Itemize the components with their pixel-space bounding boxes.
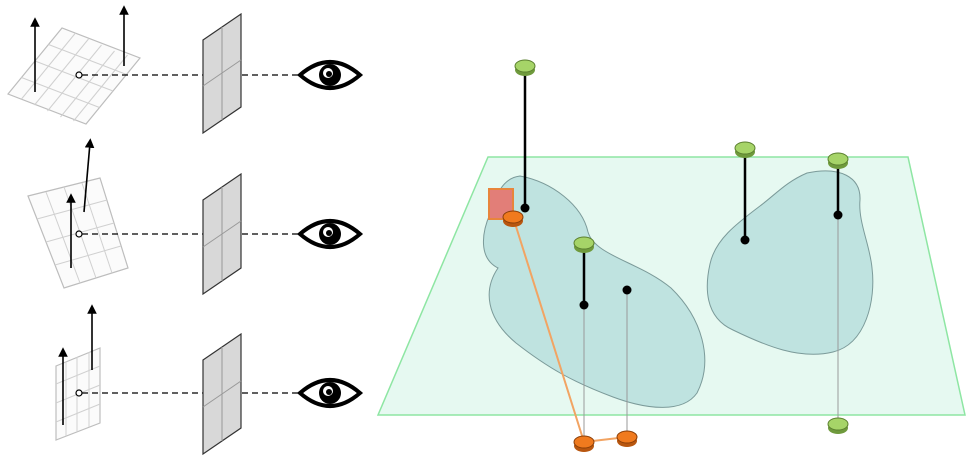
orange-marker	[616, 430, 638, 447]
sample-point	[75, 71, 83, 79]
screen-panel	[202, 332, 242, 456]
sample-point	[75, 230, 83, 238]
orange-marker	[502, 210, 524, 227]
orange-marker	[573, 435, 595, 452]
region-right	[706, 170, 874, 355]
sample-point	[75, 389, 83, 397]
green-marker	[734, 141, 756, 158]
anchor-dot	[520, 203, 530, 213]
eye-icon	[296, 60, 364, 90]
eye-icon	[296, 219, 364, 249]
green-marker	[827, 417, 849, 434]
right-panel	[376, 59, 966, 452]
green-marker	[827, 152, 849, 169]
normal-arrow	[83, 138, 95, 213]
anchor-dot	[579, 300, 589, 310]
anchor-dot	[833, 210, 843, 220]
eye-icon	[296, 378, 364, 408]
anchor-dot	[740, 235, 750, 245]
region-left	[482, 175, 706, 408]
green-marker	[573, 236, 595, 253]
row-1	[7, 5, 364, 135]
screen-panel	[202, 12, 242, 135]
highlight-square	[488, 188, 514, 220]
anchor-dot	[622, 285, 632, 295]
green-marker	[514, 59, 536, 76]
row-2	[27, 138, 364, 296]
left-panel	[7, 5, 364, 456]
screen-panel	[202, 172, 242, 296]
row-3	[55, 304, 364, 456]
